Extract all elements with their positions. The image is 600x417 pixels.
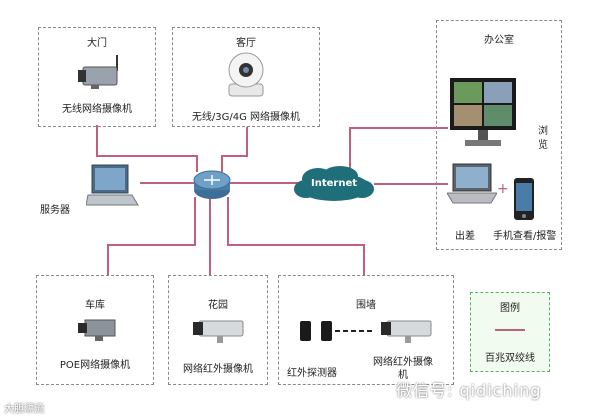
legend-box: 图例 百兆双绞线 xyxy=(470,292,550,372)
office-title: 办公室 xyxy=(484,35,514,46)
gate-device-label: 无线网络摄像机 xyxy=(62,104,132,115)
wall-box: 围墙 红外探测器 网络红外摄像机 xyxy=(278,275,454,385)
garage-device-label: POE网络摄像机 xyxy=(59,360,131,371)
ptz-camera-icon[interactable] xyxy=(223,50,269,98)
legend-item-label: 百兆双绞线 xyxy=(485,353,535,364)
garage-title: 车库 xyxy=(85,300,105,311)
server-icon[interactable] xyxy=(86,163,140,207)
legend-line-swatch xyxy=(495,329,525,331)
living-room-device-label: 无线/3G/4G 网络摄像机 xyxy=(191,112,301,123)
garden-box: 花园 网络红外摄像机 xyxy=(168,275,268,385)
living-room-box: 客厅 无线/3G/4G 网络摄像机 xyxy=(172,27,320,127)
living-room-title: 客厅 xyxy=(236,38,256,49)
legend-title: 图例 xyxy=(500,303,520,314)
internet-label: Internet xyxy=(310,178,357,189)
gate-box: 大门 无线网络摄像机 xyxy=(38,27,156,127)
garden-device-label: 网络红外摄像机 xyxy=(183,364,253,375)
plus-symbol: + xyxy=(497,181,509,197)
phone-label: 手机查看/报警 xyxy=(493,231,557,242)
poe-camera-icon[interactable] xyxy=(77,318,117,342)
internet-cloud-icon[interactable] xyxy=(292,165,376,205)
router-icon[interactable] xyxy=(193,170,231,200)
server-label: 服务器 xyxy=(40,205,70,216)
office-side-label: 浏览 xyxy=(538,126,548,151)
wall-title: 围墙 xyxy=(356,300,376,311)
monitor-icon[interactable] xyxy=(449,77,517,149)
cable-internet-monitor xyxy=(349,127,448,174)
cable-living-room xyxy=(221,127,248,172)
corner-logo: 大胆漂流 xyxy=(4,404,44,415)
laptop-icon[interactable] xyxy=(447,163,497,205)
garden-title: 花园 xyxy=(208,300,228,311)
wall-device-label: 网络红外摄像机 xyxy=(373,357,433,381)
wechat-watermark: 微信号: qidiching xyxy=(396,381,542,400)
laptop-label: 出差 xyxy=(455,231,475,242)
cable-wall xyxy=(227,197,365,275)
ir-camera-icon[interactable] xyxy=(187,318,247,344)
cable-garage xyxy=(107,197,196,275)
wireless-camera-icon[interactable] xyxy=(77,53,125,91)
ir-camera-icon-wall[interactable] xyxy=(375,318,435,344)
cable-gate xyxy=(96,125,198,172)
ir-beam-line xyxy=(335,330,373,332)
office-box: 办公室 浏览 + 出差 手机查看/报警 xyxy=(436,20,562,250)
gate-title: 大门 xyxy=(87,38,107,49)
garage-box: 车库 POE网络摄像机 xyxy=(36,275,154,385)
ir-detector-label: 红外探测器 xyxy=(287,368,337,379)
smartphone-icon[interactable] xyxy=(513,177,535,221)
ir-detector-icon[interactable] xyxy=(299,320,333,342)
